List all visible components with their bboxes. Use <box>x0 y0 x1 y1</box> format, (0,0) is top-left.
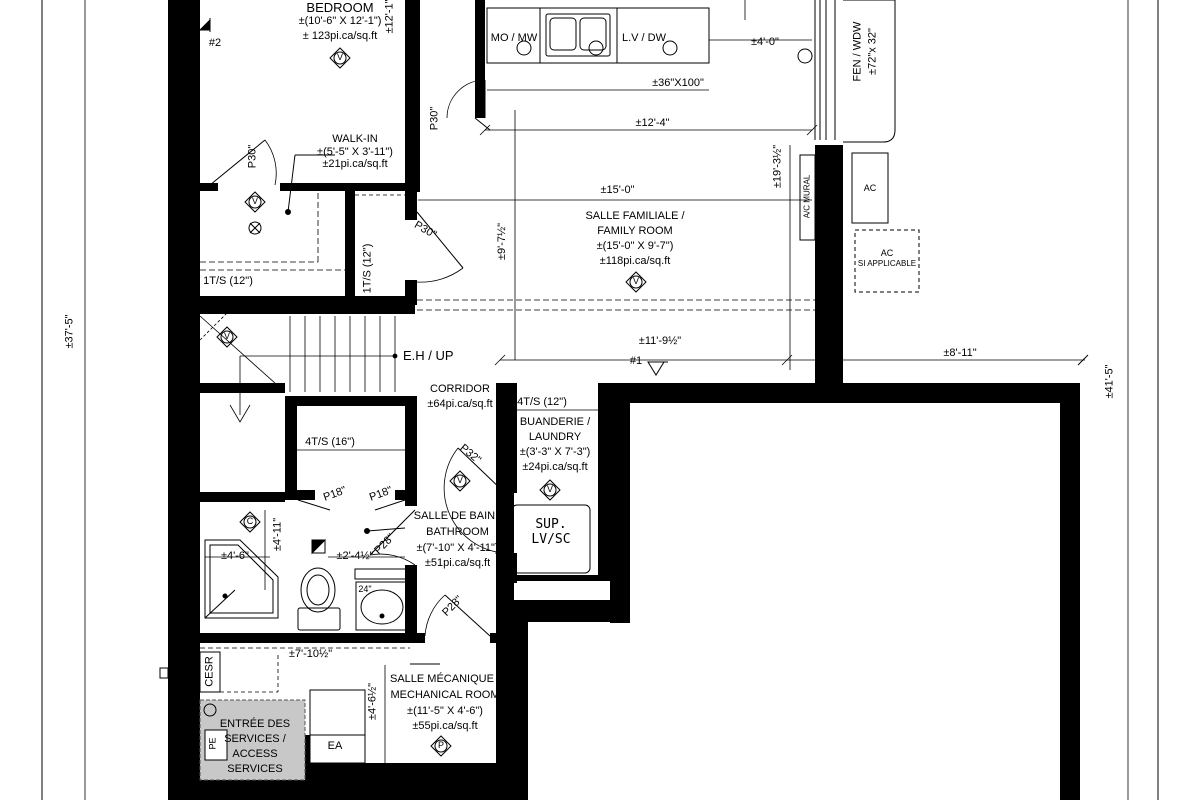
family-name-2: FAMILY ROOM <box>597 225 673 237</box>
ac-units <box>799 152 920 293</box>
dim-2-4: ±2'-4½" <box>336 550 374 562</box>
ea-label: EA <box>327 740 343 752</box>
dim-12-4: ±12'-4" <box>635 117 670 129</box>
mech-name-1: SALLE MÉCANIQUE / <box>390 673 501 685</box>
sym-v-walkin: V <box>251 196 258 206</box>
bathroom-area: ±51pi.ca/sq.ft <box>424 557 491 569</box>
cesr-label: CESR <box>203 656 216 687</box>
dim-15-0: ±15'-0" <box>600 184 635 196</box>
kitchen-width: ±4'-0" <box>751 36 779 48</box>
family-dims: ±(15'-0" X 9'-7") <box>596 240 674 252</box>
laundry-machine-2: LV/SC <box>531 532 571 547</box>
shelf-2: 1T/S (12") <box>361 243 374 294</box>
ac-mural-label: A/C MURAL <box>802 174 812 219</box>
dimension-lines <box>200 0 1085 770</box>
ac2-sub: SI APPLICABLE <box>857 259 917 268</box>
sym-v-corridor: V <box>456 475 463 485</box>
door-p30-walkin: P30" <box>246 144 259 169</box>
laundry-dims: ±(3'-3" X 7'-3") <box>519 446 591 458</box>
window-size: ±72"x 32" <box>866 28 879 75</box>
ac2-label: AC <box>880 248 894 258</box>
corridor-area: ±64pi.ca/sq.ft <box>427 398 493 410</box>
bathroom-name-2: BATHROOM <box>426 526 489 538</box>
bedroom-area: ± 123pi.ca/sq.ft <box>302 30 378 42</box>
window-label: FEN / WDW <box>851 21 864 82</box>
door-p30-bedroom: P30" <box>428 106 441 131</box>
section-2: #2 <box>208 37 222 49</box>
services-line-4: SERVICES <box>227 763 283 775</box>
family-area: ±118pi.ca/sq.ft <box>599 255 671 267</box>
dim-7-10: ±7'-10½" <box>288 648 333 660</box>
dim-19-3: ±19'-3½" <box>771 144 784 189</box>
dim-4-6b: ±4'-6½" <box>366 682 379 721</box>
dim-4-11: ±4'-11" <box>271 517 284 552</box>
shelf-3: 4T/S (12") <box>517 396 567 408</box>
walkin-name: WALK-IN <box>332 133 378 145</box>
kitchen-counter-size: ±36"X100" <box>652 77 704 89</box>
kitchen-dishwasher: L.V / DW <box>621 32 666 44</box>
staircase <box>199 299 398 423</box>
walkin-dims: ±(5'-5" X 3'-11") <box>317 146 393 158</box>
laundry-name-1: BUANDERIE / <box>519 416 591 428</box>
dim-11-9: ±11'-9½" <box>638 335 682 347</box>
ac-label: AC <box>863 183 877 193</box>
mech-area: ±55pi.ca/sq.ft <box>412 720 478 732</box>
corridor-name: CORRIDOR <box>430 383 490 395</box>
section-markers <box>198 18 668 376</box>
window-frame <box>814 0 896 143</box>
sym-v-stairs: V <box>223 331 230 341</box>
dim-8-11: ±8'-11" <box>943 347 977 359</box>
mechanical-fixtures <box>159 651 366 781</box>
services-line-1: ENTRÉE DES <box>219 718 291 730</box>
bedroom-dims: ±(10'-6" X 12'-1") <box>298 15 382 27</box>
laundry-name-2: LAUNDRY <box>528 431 582 443</box>
section-1: #1 <box>629 355 643 367</box>
services-line-2: SERVICES / <box>224 733 286 745</box>
bathroom-fixtures <box>204 504 591 631</box>
shelf-1: 1T/S (12") <box>203 275 253 287</box>
family-name-1: SALLE FAMILIALE / <box>585 210 685 222</box>
sym-c-bath: C <box>246 516 254 526</box>
bedroom-name: BEDROOM <box>306 0 374 15</box>
dim-4-6: ±4'-6" <box>221 550 249 562</box>
interior-walls <box>200 0 610 780</box>
sym-v-family: V <box>632 276 639 286</box>
pe-label: PE <box>207 737 218 750</box>
laundry-machine-1: SUP. <box>535 517 567 532</box>
door-swings <box>209 79 506 637</box>
stairs-label: E.H / UP <box>403 348 454 363</box>
sym-p-mech: P <box>437 740 444 750</box>
bathroom-name-1: SALLE DE BAIN / <box>413 510 502 522</box>
sym-v-laundry: V <box>546 484 553 494</box>
dim-41-5: ±41'-5" <box>1103 364 1116 399</box>
sym-v-bedroom: V <box>336 52 343 62</box>
dim-9-7: ±9'-7½" <box>496 222 508 261</box>
mech-dims: ±(11'-5" X 4'-6") <box>407 705 483 717</box>
kitchen-microwave: MO / MW <box>490 32 538 44</box>
mech-name-2: MECHANICAL ROOM <box>390 689 500 701</box>
symbol-markers <box>216 47 647 757</box>
bedroom-ceiling: ±12'-1" <box>383 0 396 34</box>
laundry-area: ±24pi.ca/sq.ft <box>522 461 588 473</box>
shelf-4: 4T/S (16") <box>305 436 355 448</box>
sink-size: 24" <box>358 584 372 594</box>
bathroom-dims: ±(7'-10" X 4'-11") <box>416 542 499 554</box>
kitchen-counter <box>486 7 813 91</box>
services-line-3: ACCESS <box>232 748 278 760</box>
walkin-area: ±21pi.ca/sq.ft <box>322 158 388 170</box>
dim-37-5: ±37'-5" <box>63 314 76 349</box>
